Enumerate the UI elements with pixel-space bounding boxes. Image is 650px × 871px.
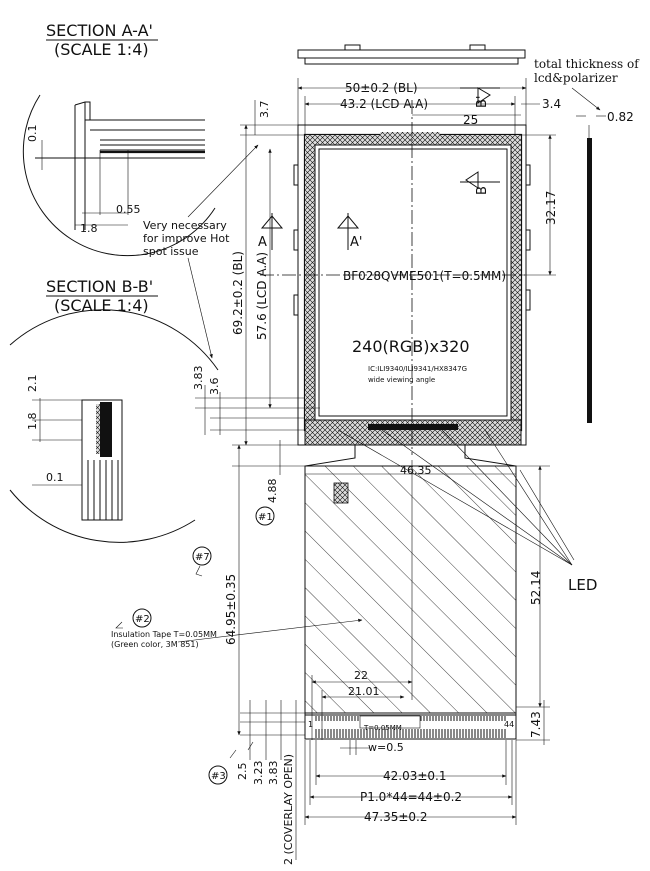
dim-fpc-width: 47.35±0.2 (364, 810, 428, 824)
dim-pitch: w=0.5 (368, 741, 404, 754)
led-callout: LED (337, 429, 597, 594)
section-a-view: SECTION A-A' (SCALE 1:4) 0.1 0.55 1.8 (22, 21, 216, 257)
marker-b: B (475, 186, 490, 195)
fpc-stiffener-note: T=0.05MM (363, 724, 402, 732)
section-a-dim-0.55: 0.55 (116, 203, 141, 216)
right-dimensions: 32.17 52.14 7.43 (516, 134, 558, 745)
dim-46.35: 46.35 (400, 464, 432, 477)
dim-52.14: 52.14 (529, 571, 543, 605)
tape-note-line-2: (Green color, 3M 851) (111, 640, 199, 649)
section-a-dim-1.8: 1.8 (80, 222, 98, 235)
dim-32.17: 32.17 (544, 191, 558, 225)
dim-21.01: 21.01 (348, 685, 380, 698)
section-b-dim-0.1: 0.1 (46, 471, 64, 484)
dim-42.03: 42.03±0.1 (383, 769, 447, 783)
section-a-scale: (SCALE 1:4) (54, 40, 149, 59)
bottom-dimensions: 2.5 3.23 3.83 2 (COVERLAY OPEN) (236, 700, 305, 865)
section-b-title: SECTION B-B' (46, 277, 153, 296)
marker-a-prime: A' (350, 235, 362, 250)
panel-view: wide viewing angle (368, 376, 435, 384)
panel-ic: IC:ILI9340/ILI9341/HX8347G (368, 365, 467, 373)
callout-1: #1 (258, 512, 273, 523)
callout-7: #7 (195, 552, 210, 563)
dim-22: 22 (354, 669, 368, 682)
dim-3.6-left: 3.6 (208, 378, 221, 396)
dim-bl-height: 69.2±0.2 (BL) (231, 251, 245, 335)
dim-coverlay: 2 (COVERLAY OPEN) (282, 754, 295, 865)
hot-spot-line-2: for improve Hot (143, 232, 230, 245)
annotations: #1 #7 #2 Insulation Tape T=0.05MM (Green… (111, 506, 363, 785)
top-dimensions: 50±0.2 (BL) 43.2 (LCD A.A) 25 3.4 3.7 (240, 78, 561, 136)
tape-note-line-1: Insulation Tape T=0.05MM (111, 630, 217, 639)
pin-1-label: 1 (308, 720, 313, 729)
thickness-note-line-1: total thickness of (534, 57, 640, 71)
dim-7.43: 7.43 (529, 711, 543, 738)
dim-pin-span: P1.0*44=44±0.2 (360, 790, 462, 804)
section-a-title: SECTION A-A' (46, 21, 153, 40)
thickness-note-line-2: lcd&polarizer (534, 71, 618, 85)
thickness-note: total thickness of lcd&polarizer 0.82 (534, 57, 640, 423)
led-label: LED (568, 576, 597, 594)
dim-3.83-left: 3.83 (192, 366, 205, 391)
section-b-dim-1.8: 1.8 (26, 413, 39, 431)
dim-lcd-aa-height: 57.6 (LCD A.A) (255, 252, 269, 340)
marker-a: A (258, 235, 267, 250)
top-edge-view (297, 44, 526, 65)
dim-2.5: 2.5 (236, 763, 249, 781)
panel-model: BF028QVME501(T=0.5MM) (343, 269, 506, 283)
dim-3.83-bottom: 3.83 (267, 761, 280, 786)
panel-resolution: 240(RGB)x320 (352, 337, 470, 356)
section-b-view: SECTION B-B' (SCALE 1:4) 2.1 1.8 0.1 (9, 277, 219, 543)
dim-3.7: 3.7 (258, 101, 271, 119)
section-a-dim-0.1: 0.1 (26, 125, 39, 143)
hot-spot-line-1: Very necessary (143, 219, 227, 232)
left-dimensions: 69.2±0.2 (BL) 57.6 (LCD A.A) 3.83 3.6 4.… (192, 124, 320, 736)
dim-3.23: 3.23 (252, 761, 265, 786)
dim-4.88: 4.88 (266, 479, 279, 504)
pin-44-label: 44 (504, 720, 514, 729)
dim-25: 25 (463, 113, 478, 127)
callout-2: #2 (135, 614, 150, 625)
callout-3: #3 (211, 771, 226, 782)
dim-lcd-aa-width: 43.2 (LCD A.A) (340, 97, 428, 111)
hot-spot-line-3: spot issue (143, 245, 199, 258)
thickness-value: 0.82 (607, 110, 634, 124)
lcd-front-view: BF028QVME501(T=0.5MM) 240(RGB)x320 IC:IL… (260, 100, 531, 455)
dim-total-height: 64.95±0.35 (224, 574, 238, 645)
dim-3.4: 3.4 (542, 97, 561, 111)
hot-spot-note: Very necessary for improve Hot spot issu… (143, 144, 259, 359)
section-b-scale: (SCALE 1:4) (54, 296, 149, 315)
dim-bl-width: 50±0.2 (BL) (345, 81, 418, 95)
marker-b-prime: B' (475, 96, 490, 109)
section-b-dim-2.1: 2.1 (26, 375, 39, 393)
fpc-view: 1 44 T=0.05MM 46.35 22 21.01 w=0.5 42.03… (304, 445, 517, 825)
